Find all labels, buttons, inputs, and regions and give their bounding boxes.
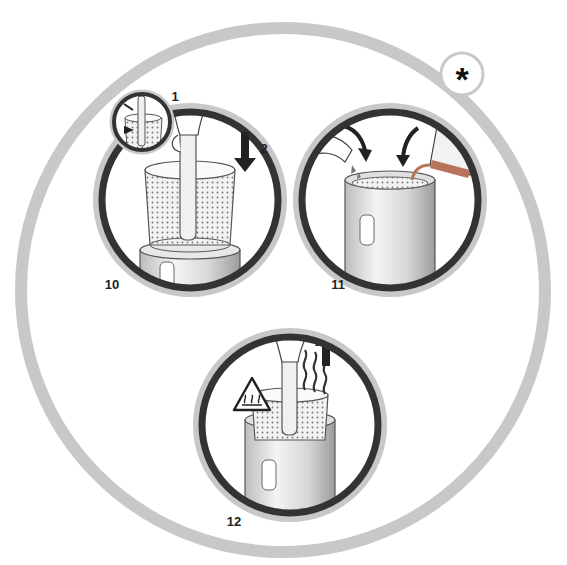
outer-ring — [21, 28, 545, 552]
symbol-text: * — [455, 62, 468, 96]
symbol-circle: * — [439, 51, 485, 97]
step-panel — [296, 106, 484, 310]
callout-number: 2 — [260, 142, 267, 155]
callout-number: 11 — [331, 278, 345, 291]
callout-number: 12 — [227, 515, 241, 528]
step-panel — [196, 330, 384, 530]
callout-number: 10 — [105, 278, 119, 291]
step-panel — [96, 91, 284, 310]
callout-number: 1 — [171, 90, 178, 103]
